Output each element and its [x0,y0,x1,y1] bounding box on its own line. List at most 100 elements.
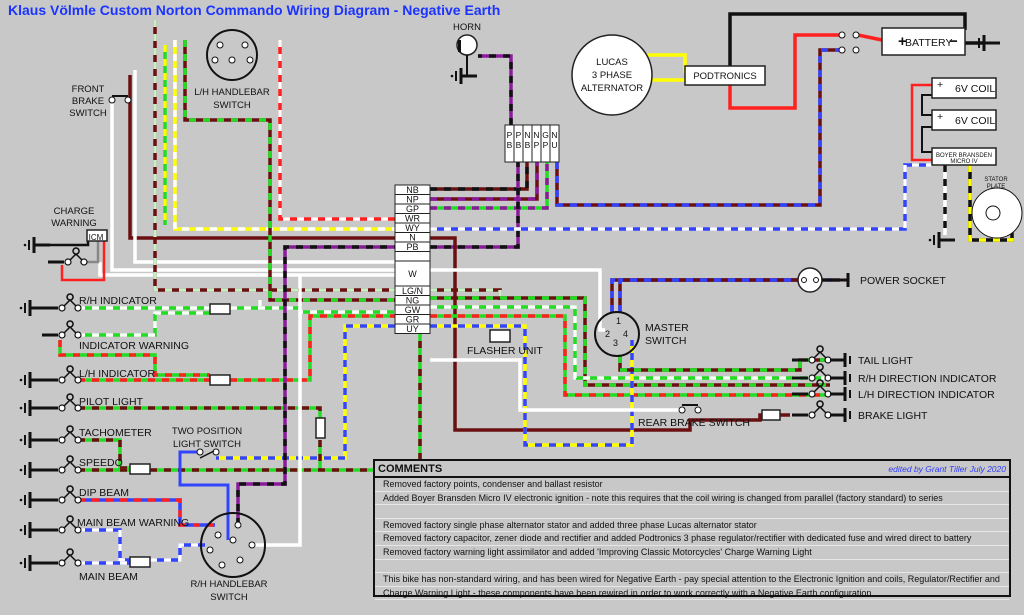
switch-lever [199,450,215,459]
connector-cell-label: P [543,140,549,150]
power-socket-label: POWER SOCKET [860,275,946,287]
wire-tracer [78,406,322,420]
wire-tracer [430,162,549,210]
comment-line [375,560,1009,574]
icm-box [86,229,108,242]
coil1-label: 6V COIL [955,83,995,95]
earth-icon [23,243,27,247]
bulb-filament-icon [63,320,77,334]
switch-terminal [246,56,254,64]
wire [78,311,210,337]
bulb-filament-icon [63,455,77,469]
coil2-label: 6V COIL [955,115,995,127]
pilot-resistor [315,417,326,439]
switch-terminal [694,406,702,414]
wire [128,75,395,240]
earth-icon [19,528,23,532]
wire [430,163,932,231]
master-switch-label-1: MASTER [645,322,689,334]
boyer-label-1: BOYER BRANSDEN [936,153,992,159]
alternator-label-2: 3 PHASE [592,70,632,81]
bulb-icon [74,496,82,504]
harness-cell-label: GR [406,315,420,325]
comment-line: Removed factory warning light assimilato… [375,546,1009,560]
icm-label: ICM [89,233,104,242]
battery-box [881,27,966,56]
wire-tracer [478,54,513,125]
earth-icon [19,378,23,382]
switch-terminal [838,46,846,54]
alternator-label-1: LUCAS [596,57,628,68]
bulb-filament-icon [813,379,827,393]
wire [110,100,395,272]
connector-cell-label: P [507,130,513,140]
wire-tracer [78,438,130,470]
harness-cell-label: LG/N [402,286,423,296]
flasher-unit [489,329,511,343]
switch-terminal [241,41,249,49]
wire [216,324,395,460]
switch-terminal [214,531,222,539]
bulb-icon [58,559,66,567]
master-terminal-1: 1 [616,316,621,326]
wire-tracer [78,311,210,337]
tachometer-label: TACHOMETER [79,427,152,439]
comment-line: Removed factory points, condenser and ba… [375,478,1009,492]
earth-icon [19,306,23,310]
earth-icon [19,561,23,565]
wire [430,162,539,201]
harness-cell-label: PB [406,242,418,252]
wire [252,275,302,547]
wire [98,262,395,277]
master-switch-label-2: SWITCH [645,335,686,347]
connector-cell-label: B [525,140,531,150]
main-beam-warning-label: MAIN BEAM WARNING [77,517,189,529]
coil1-plus: + [937,79,943,91]
wire-tracer [618,356,830,372]
coil1-box [931,77,997,99]
bulb-filament-icon [813,400,827,414]
switch-terminal [196,448,204,456]
harness-cell-label: WR [405,214,420,224]
bulb-icon [58,376,66,384]
bulb-icon [74,559,82,567]
earth-icon [19,498,23,502]
wire-tracer [430,163,932,231]
alternator-label-3: ALTERNATOR [581,83,643,94]
bulb-icon [58,466,66,474]
wire-tracer [610,278,798,312]
harness-cell [394,251,431,262]
wire-tracer [430,162,529,191]
connector-cell-label: N [551,130,557,140]
bulb-filament-icon [63,485,77,499]
horn-icon [458,40,461,52]
wire [430,162,520,249]
bulb-icon [80,258,88,266]
lh-direction-label: L/H DIRECTION INDICATOR [858,389,995,401]
comment-line [375,505,1009,519]
switch-terminal [234,521,242,529]
bulb-icon [808,356,816,364]
wire [430,358,680,412]
harness-cell-label: N [409,233,416,243]
indicator-resistor [209,374,231,386]
bulb-filament-icon [63,425,77,439]
charge-warning-label-1: CHARGE [54,206,95,217]
connector-cell-label: B [507,140,513,150]
harness-cell [394,323,431,334]
comments-panel: COMMENTS edited by Grant Tiller July 202… [373,459,1011,601]
bulb-icon [74,376,82,384]
bulb-filament-icon [63,515,77,529]
coil2-plus: + [937,111,943,123]
earth-icon [450,74,454,78]
switch-terminal [211,56,219,64]
earth-icon [19,438,23,442]
main-beam-label: MAIN BEAM [79,571,138,583]
connector-cell-label: P [516,130,522,140]
wires [40,12,1014,565]
harness-cell-label: UY [406,324,419,334]
socket-pin-icon [813,277,819,283]
wire [430,268,605,332]
